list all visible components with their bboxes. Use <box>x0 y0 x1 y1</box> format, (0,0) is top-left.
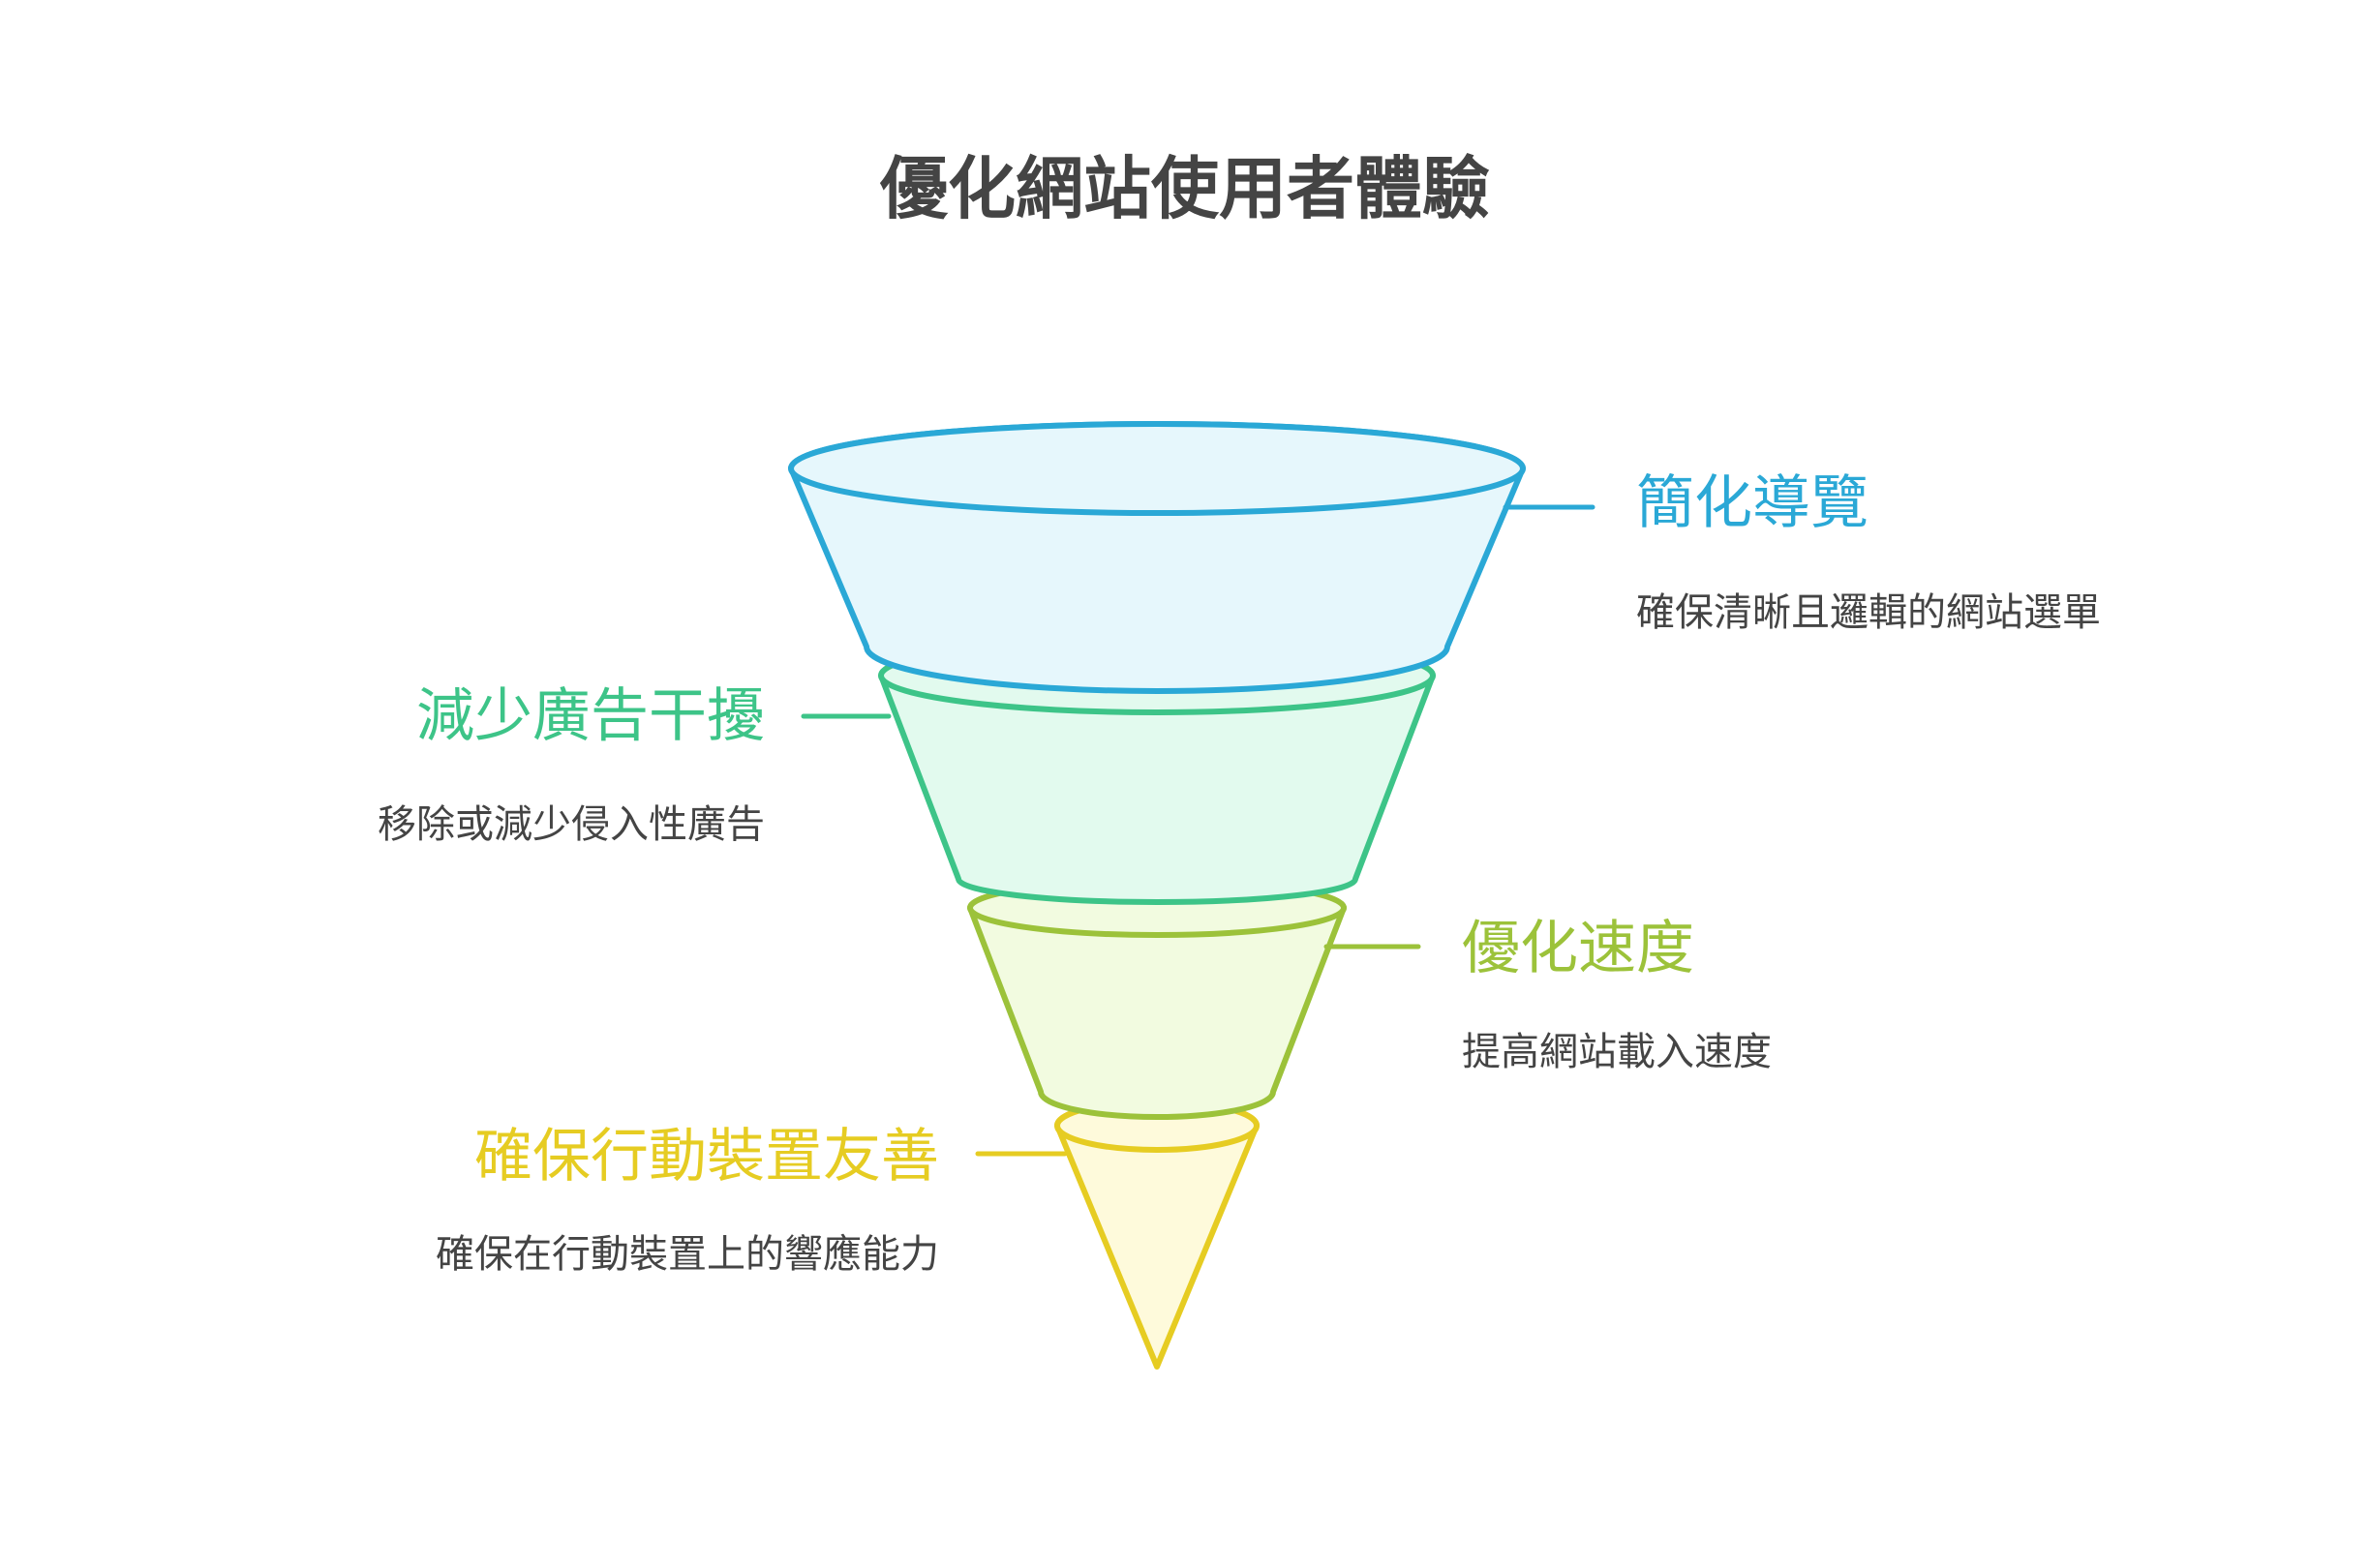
page-title: 優化網站使用者體驗 <box>880 149 1490 228</box>
stage-2-label: 減少廣告干擾 <box>416 682 765 750</box>
funnel-tier-1 <box>788 421 1595 694</box>
funnel-tier-4 <box>975 1099 1260 1370</box>
stage-3-label: 優化速度 <box>1462 915 1694 982</box>
funnel-tier-3 <box>967 878 1421 1120</box>
stage-4-label: 確保行動裝置友善 <box>474 1123 939 1191</box>
stage-1-label: 簡化導覽 <box>1636 469 1869 537</box>
stage-4-description: 確保在行動裝置上的響應能力 <box>436 1232 939 1277</box>
stage-3-description: 提高網站載入速度 <box>1462 1030 1772 1074</box>
stage-1-description: 確保清晰且邏輯的網站選單 <box>1636 590 2101 635</box>
stage-2-description: 移除或減少侵入性廣告 <box>378 802 765 847</box>
tier-1-rim <box>788 421 1526 516</box>
